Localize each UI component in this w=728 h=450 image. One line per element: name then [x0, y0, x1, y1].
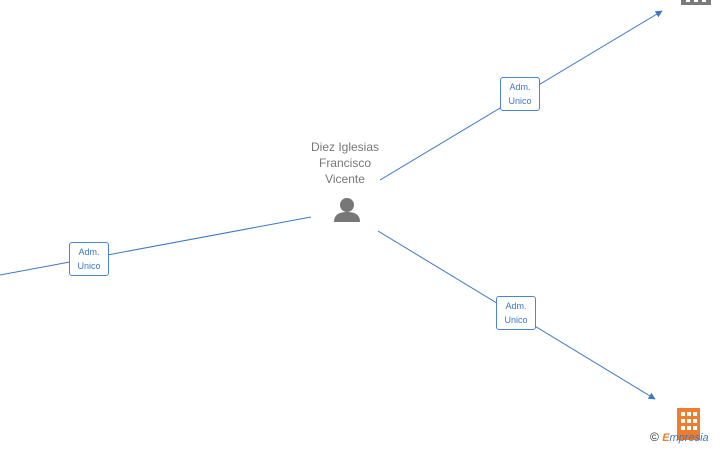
- edge-line-left: [0, 216, 312, 276]
- brand-logo: Empresia: [662, 432, 708, 444]
- edge-role-label-left[interactable]: Adm. Unico: [69, 242, 109, 276]
- person-name-line-3: Vicente: [325, 172, 365, 186]
- edge-role-line-1: Adm.: [505, 301, 527, 311]
- person-icon[interactable]: [334, 198, 360, 222]
- edge-role-line-2: Unico: [504, 315, 528, 325]
- edge-role-line-2: Unico: [508, 96, 532, 106]
- person-name-line-1: Diez Iglesias: [310, 140, 380, 154]
- edge-role-label-top-right[interactable]: Adm. Unico: [500, 77, 540, 111]
- edge-role-label-bottom-right[interactable]: Adm. Unico: [496, 296, 536, 330]
- watermark: © Empresia: [650, 430, 709, 444]
- person-name-label[interactable]: Diez Iglesias Francisco Vicente: [295, 139, 395, 187]
- edge-role-line-1: Adm.: [78, 247, 100, 257]
- brand-first-letter: E: [662, 432, 670, 444]
- building-icon-top[interactable]: [681, 0, 711, 5]
- person-name-line-2: Francisco: [318, 156, 371, 170]
- edge-role-line-1: Adm.: [509, 82, 531, 92]
- building-icon-bottom[interactable]: [677, 408, 700, 440]
- edge-role-line-2: Unico: [77, 261, 101, 271]
- copyright-symbol: ©: [650, 430, 659, 444]
- brand-rest: mpresia: [669, 432, 709, 444]
